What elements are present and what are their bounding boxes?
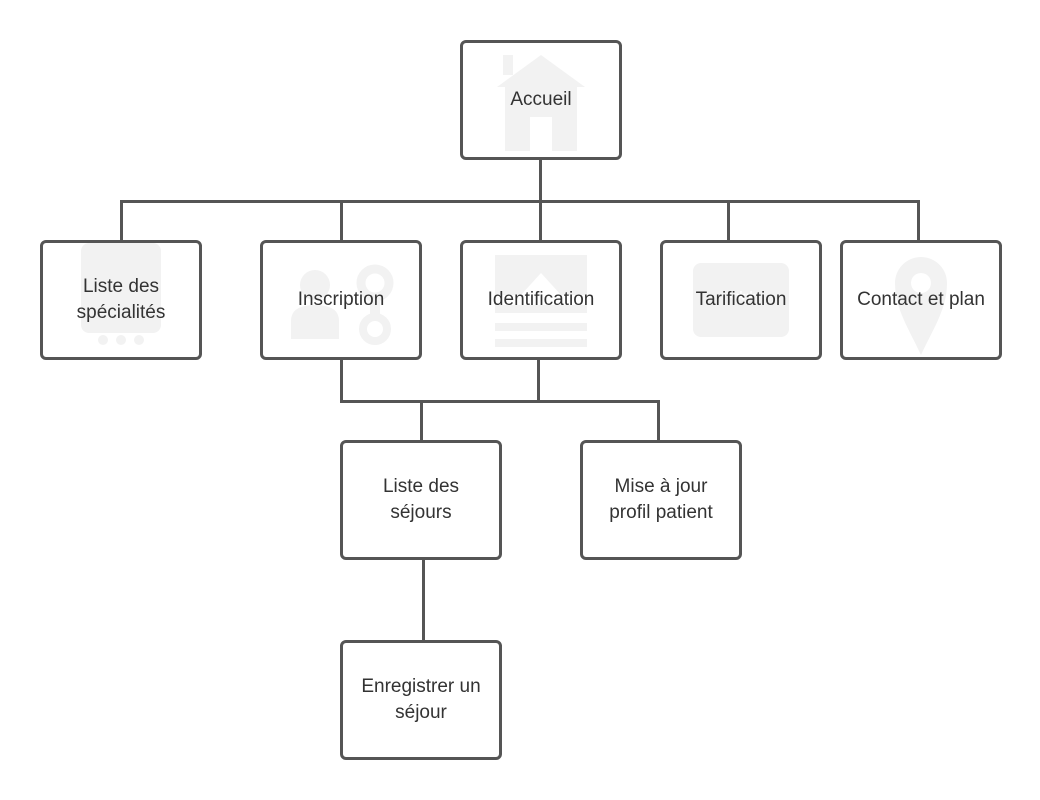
connector <box>539 158 542 202</box>
node-label: Liste des spécialités <box>76 276 166 323</box>
phone-device-icon <box>81 243 161 345</box>
connector <box>120 200 920 203</box>
node-accueil[interactable]: Accueil <box>460 40 622 160</box>
node-contact-plan[interactable]: Contact et plan <box>840 240 1002 360</box>
node-liste-sejours[interactable]: Liste des séjours <box>340 440 502 560</box>
node-liste-specialites[interactable]: Liste des spécialités <box>40 240 202 360</box>
password-field-icon: *** <box>693 263 789 337</box>
connector <box>727 200 730 242</box>
connector <box>120 200 123 242</box>
connector <box>422 558 425 642</box>
node-enregistrer-sejour[interactable]: Enregistrer un séjour <box>340 640 502 760</box>
node-label: Tarification <box>695 289 787 310</box>
node-label: Contact et plan <box>857 289 985 310</box>
node-mise-a-jour-profil[interactable]: Mise à jour profil patient <box>580 440 742 560</box>
connector <box>657 400 660 442</box>
node-tarification[interactable]: *** Tarification <box>660 240 822 360</box>
node-label: Inscription <box>297 289 385 310</box>
connector <box>340 358 343 403</box>
node-identification[interactable]: Identification <box>460 240 622 360</box>
user-key-icon <box>291 264 394 345</box>
home-icon <box>497 55 585 151</box>
node-label: Accueil <box>510 89 572 110</box>
connector <box>340 200 343 242</box>
map-pin-icon <box>895 257 947 355</box>
connector <box>917 200 920 242</box>
svg-text:***: *** <box>726 285 756 315</box>
node-label: Enregistrer un séjour <box>361 676 481 723</box>
connector <box>537 358 540 403</box>
node-inscription[interactable]: Inscription <box>260 240 422 360</box>
node-label: Mise à jour profil patient <box>609 476 713 523</box>
connector <box>420 400 423 442</box>
connector <box>539 200 542 242</box>
connector <box>340 400 660 403</box>
node-label: Liste des séjours <box>382 476 460 523</box>
image-document-icon <box>495 255 587 347</box>
node-label: Identification <box>487 289 595 310</box>
